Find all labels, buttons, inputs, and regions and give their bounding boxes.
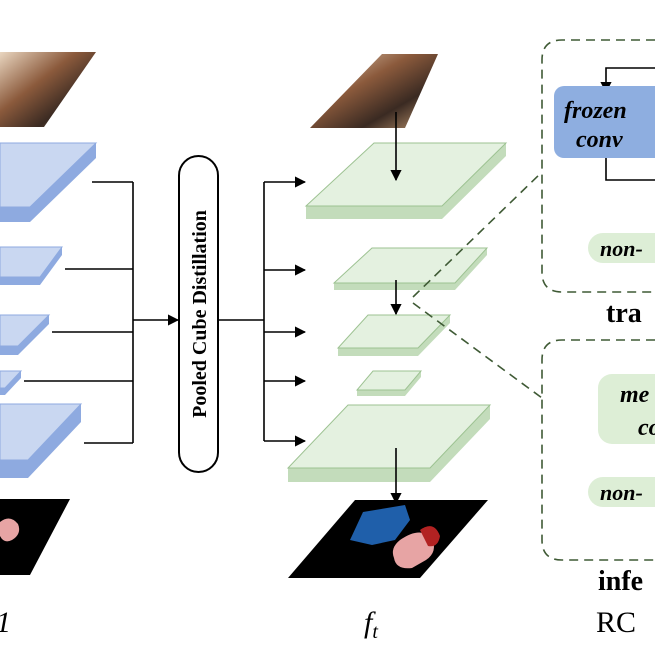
rc-caption: RC	[596, 606, 636, 639]
train-nonlinear-label: non-	[600, 236, 643, 261]
student-layer-1	[304, 142, 508, 219]
infer-panel: me co non- infe	[541, 339, 655, 597]
zoom-connectors	[412, 171, 543, 399]
student-input-image	[310, 54, 438, 128]
train-section-title: tra	[606, 298, 642, 329]
teacher-layer-3	[0, 314, 51, 355]
frozen-label-1: frozen	[564, 98, 627, 124]
train-panel: frozen conv non- tra	[541, 39, 655, 329]
frozen-label-2: conv	[576, 127, 623, 153]
infer-section-title: infe	[598, 566, 643, 597]
student-layer-4	[355, 370, 423, 396]
student-output-mask	[288, 500, 488, 578]
merged-conv-box	[598, 374, 655, 444]
teacher-column: 1	[0, 52, 180, 639]
bottleneck-label: Pooled Cube Distillation	[189, 210, 211, 418]
merged-label-2: co	[638, 415, 655, 441]
teacher-layer-4	[0, 370, 23, 395]
teacher-layer-1	[0, 142, 98, 222]
teacher-connectors	[24, 181, 180, 444]
teacher-input-image	[0, 52, 96, 127]
pooled-cube-distillation: Pooled Cube Distillation	[178, 155, 219, 473]
student-layer-5	[286, 404, 492, 482]
student-connectors	[263, 176, 307, 447]
student-caption: ft	[364, 606, 378, 643]
teacher-output-mask	[0, 499, 70, 575]
infer-nonlinear-label: non-	[600, 480, 643, 505]
student-column: ft	[286, 54, 508, 643]
teacher-caption: 1	[0, 606, 11, 639]
train-nonlinear-pill	[588, 233, 655, 263]
infer-nonlinear-pill	[588, 477, 655, 507]
student-layer-3	[336, 314, 452, 356]
merged-label-1: me	[620, 382, 650, 408]
teacher-layer-2	[0, 246, 63, 285]
student-layer-2	[332, 247, 489, 290]
teacher-layer-5	[0, 403, 83, 478]
frozen-conv-box	[554, 86, 655, 158]
